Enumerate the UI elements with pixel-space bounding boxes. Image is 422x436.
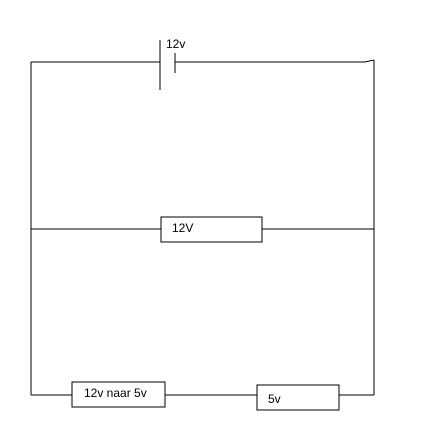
component-12v (160, 216, 263, 243)
top-right-corner-tick (364, 59, 375, 63)
converter-12v-to-5v (71, 381, 166, 408)
converter-label: 12v naar 5v (84, 386, 147, 400)
component-12v-label: 12V (172, 221, 193, 235)
battery-label: 12v (166, 37, 185, 51)
component-5v-label: 5v (268, 392, 281, 406)
component-5v (256, 384, 340, 411)
